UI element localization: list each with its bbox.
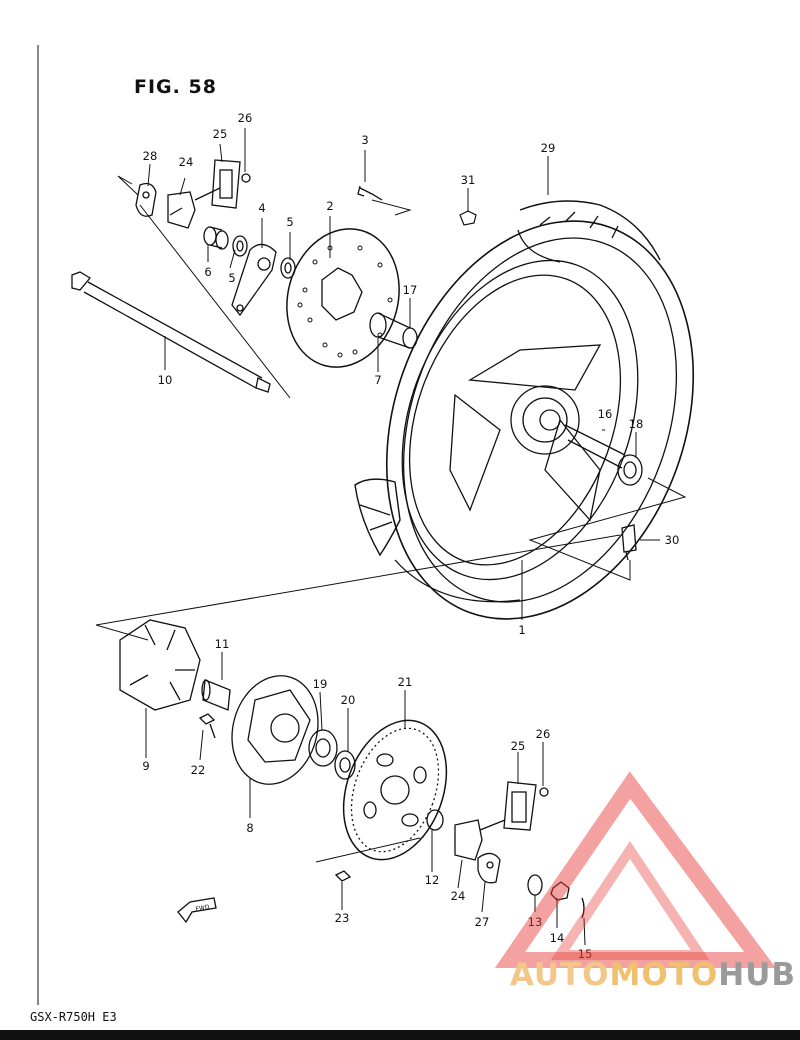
fwd-label: FWD (195, 904, 210, 913)
callout-30: 30 (665, 533, 680, 547)
fwd-arrow (177, 897, 217, 924)
spacer-20 (334, 750, 356, 780)
callout-5: 5 (286, 215, 293, 229)
callout-26: 26 (238, 111, 253, 125)
model-code: GSX-R750H E3 (30, 1010, 117, 1024)
callout-27: 27 (475, 915, 490, 929)
callout-3: 3 (361, 133, 368, 147)
callout-25b: 25 (511, 739, 526, 753)
sprocket-carrier (231, 675, 319, 785)
callout-29: 29 (541, 141, 556, 155)
callout-18: 18 (629, 417, 644, 431)
brake-disc (286, 228, 400, 368)
rear-wheel (354, 200, 695, 620)
callout-15: 15 (578, 947, 593, 961)
bearing (308, 729, 338, 767)
callout-2: 2 (326, 199, 333, 213)
callout-9: 9 (142, 759, 149, 773)
callout-12: 12 (425, 873, 440, 887)
callout-10: 10 (158, 373, 173, 387)
figure-title: FIG. 58 (134, 76, 217, 98)
callout-28: 28 (143, 149, 158, 163)
cush-damper (119, 619, 201, 711)
callout-11: 11 (215, 637, 230, 651)
watermark-auto: AUTO (509, 957, 610, 993)
callout-5b: 5 (228, 271, 235, 285)
watermark-text: AUTOMOTOHUB (470, 957, 796, 993)
watermark-logo-icon (494, 771, 776, 968)
callout-14: 14 (550, 931, 565, 945)
rear-sprocket (342, 719, 448, 861)
callout-4: 4 (258, 201, 265, 215)
footer-bar (0, 1030, 800, 1040)
callout-7: 7 (374, 373, 381, 387)
disc-bolt (357, 185, 383, 201)
callout-16: 16 (598, 407, 613, 421)
collar (201, 679, 231, 711)
callout-6: 6 (204, 265, 211, 279)
callout-31: 31 (461, 173, 476, 187)
callout-22: 22 (191, 763, 206, 777)
callout-23: 23 (335, 911, 350, 925)
chain-adjuster-upper (135, 159, 296, 317)
callout-19: 19 (313, 677, 328, 691)
callout-8: 8 (246, 821, 253, 835)
callout-25: 25 (213, 127, 228, 141)
callout-13: 13 (528, 915, 543, 929)
callout-1: 1 (518, 623, 525, 637)
callout-21: 21 (398, 675, 413, 689)
watermark-moto: MOTO (609, 957, 719, 993)
callout-numbers: 1 2 3 4 5 5 6 7 8 9 10 11 12 13 14 15 16… (142, 111, 679, 961)
callout-26b: 26 (536, 727, 551, 741)
callout-24b: 24 (451, 889, 466, 903)
leader-lines (95, 128, 687, 946)
callout-20: 20 (341, 693, 356, 707)
rear-axle (71, 271, 271, 393)
callout-24: 24 (179, 155, 194, 169)
callout-17: 17 (403, 283, 418, 297)
watermark-hub: HUB (718, 957, 796, 993)
chain-adjuster-lower (454, 781, 549, 884)
sprocket-nut-bolt (198, 713, 444, 882)
